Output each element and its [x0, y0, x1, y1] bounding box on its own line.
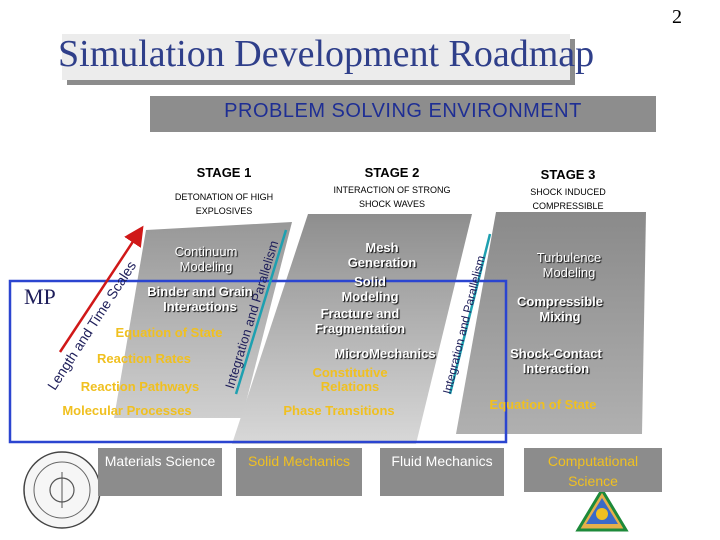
solid-mechanics-box: Solid Mechanics: [236, 448, 362, 496]
computational-science-box: Computational Science: [524, 448, 662, 492]
turbulence-modeling: Turbulence Modeling: [536, 250, 602, 280]
integration-arrow-1: [234, 229, 288, 395]
fracture-fragmentation: Fracture and Fragmentation: [314, 306, 406, 336]
reaction-pathways: Reaction Pathways: [80, 379, 200, 394]
mp-label: MP: [24, 284, 56, 309]
stage-2-header: STAGE 2 INTERACTION OF STRONG SHOCK WAVE…: [318, 162, 466, 212]
phase-transitions: Phase Transitions: [283, 403, 395, 418]
binder-grain-interactions: Binder and Grain Interactions: [147, 284, 253, 314]
shock-contact-interaction: Shock-Contact Interaction: [510, 346, 602, 376]
mesh-generation: Mesh Generation: [347, 240, 417, 270]
materials-science-box: Materials Science: [98, 448, 222, 496]
university-seal: [23, 451, 101, 529]
stage-3-trapezoid: [456, 212, 646, 434]
molecular-processes: Molecular Processes: [62, 403, 192, 418]
stage-3-desc: SHOCK INDUCED COMPRESSIBLE TURBULENCE: [530, 187, 606, 211]
compressible-mixing: Compressible Mixing: [517, 294, 603, 324]
equation-of-state-1: Equation of State: [115, 325, 223, 340]
stage-3-label: STAGE 3: [540, 167, 596, 182]
stage-1-label: STAGE 1: [196, 165, 252, 180]
banner-text: PROBLEM SOLVING ENVIRONMENT: [224, 100, 582, 122]
stage-1-header: STAGE 1 DETONATION OF HIGH EXPLOSIVES: [160, 162, 288, 228]
continuum-modeling: Continuum Modeling: [174, 244, 238, 274]
stage-2-trapezoid: [232, 214, 472, 444]
equation-of-state-3: Equation of State: [489, 397, 597, 412]
banner-bar: [150, 96, 656, 132]
page-title: Simulation Development Roadmap: [58, 33, 595, 75]
scale-arrow: [58, 225, 144, 353]
integration-arrow-2: [448, 233, 492, 395]
stage-2-desc: INTERACTION OF STRONG SHOCK WAVES: [333, 185, 451, 209]
fluid-mechanics-box: Fluid Mechanics: [380, 448, 504, 496]
stage-1-trapezoid: [114, 222, 292, 418]
constitutive-relations: Constitutive Relations: [312, 365, 388, 394]
reaction-rates: Reaction Rates: [97, 351, 191, 366]
stage-3-header: STAGE 3 SHOCK INDUCED COMPRESSIBLE TURBU…: [500, 164, 636, 212]
center-logo: [575, 487, 629, 532]
stage-2-label: STAGE 2: [364, 165, 420, 180]
stage-1-desc: DETONATION OF HIGH EXPLOSIVES: [174, 192, 274, 216]
micromechanics: MicroMechanics: [334, 346, 436, 361]
page-number: 2: [672, 6, 682, 28]
mp-frame: [8, 279, 508, 444]
title-panel: [62, 34, 570, 80]
solid-modeling: Solid Modeling: [341, 274, 399, 304]
